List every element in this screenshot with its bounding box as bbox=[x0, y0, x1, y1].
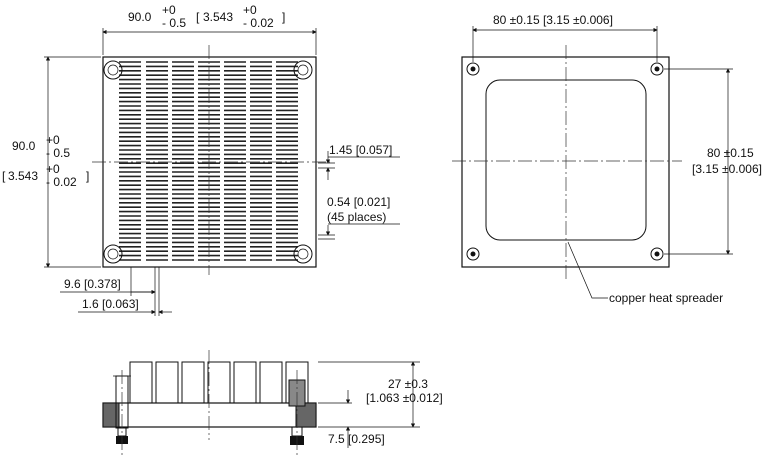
mount-hole-icon bbox=[470, 251, 476, 257]
height-dim-tol-plus: +0 bbox=[46, 133, 60, 147]
mount-hole-icon bbox=[650, 247, 664, 261]
height-dim-bracket-close: ] bbox=[86, 169, 89, 183]
side-fin bbox=[233, 361, 257, 404]
fin-pitch-dim: 1.45 [0.057] bbox=[329, 143, 392, 157]
spring-screw-right bbox=[288, 370, 306, 458]
side-height-dim-mm: 27 ±0.3 bbox=[388, 377, 428, 391]
side-fin bbox=[155, 361, 179, 404]
width-dim-inch-tol-minus: - 0.02 bbox=[243, 16, 274, 30]
width-dim-inch: 3.543 bbox=[203, 10, 233, 24]
mount-hole-icon bbox=[654, 66, 660, 72]
offset-dim-2: 1.6 [0.063] bbox=[82, 297, 139, 311]
mount-hole-icon bbox=[650, 62, 664, 76]
screw-icon bbox=[293, 244, 313, 264]
hole-spacing-y-mm: 80 ±0.15 bbox=[707, 146, 754, 160]
side-fin bbox=[129, 361, 153, 404]
height-dim-tol-minus: - 0.5 bbox=[46, 146, 70, 160]
width-dim-inch-tol-plus: +0 bbox=[243, 3, 257, 17]
screw-icon bbox=[297, 248, 309, 260]
side-view: 27 ±0.3 [1.063 ±0.012] 7.5 [0.295] bbox=[102, 350, 443, 458]
top-view-screws bbox=[103, 60, 313, 264]
bottom-view: 80 ±0.15 [3.15 ±0.006] 80 ±0.15 [3.15 ±0… bbox=[452, 13, 762, 305]
width-dim-nominal: 90.0 bbox=[128, 10, 152, 24]
spreader-label: copper heat spreader bbox=[609, 291, 723, 305]
mount-hole-icon bbox=[466, 62, 480, 76]
spring-screw-left bbox=[113, 370, 131, 455]
mount-hole-icon bbox=[466, 247, 480, 261]
side-fin-profile bbox=[129, 361, 309, 404]
base-thickness-dim: 7.5 [0.295] bbox=[328, 432, 385, 446]
screw-boss-left bbox=[102, 402, 120, 428]
height-dim-inch: 3.543 bbox=[8, 169, 38, 183]
height-dim-bracket-open: [ bbox=[2, 169, 6, 183]
width-dim-bracket-open: [ bbox=[196, 10, 200, 24]
mount-hole-icon bbox=[470, 66, 476, 72]
screw-icon bbox=[107, 64, 119, 76]
width-dim-tol-plus: +0 bbox=[162, 3, 176, 17]
top-view: 90.0 +0 - 0.5 [ 3.543 +0 - 0.02 ] 90.0 +… bbox=[2, 3, 400, 316]
side-fin bbox=[181, 361, 205, 404]
base-profile bbox=[102, 402, 317, 428]
side-fin bbox=[259, 361, 283, 404]
height-dim-inch-tol-plus: +0 bbox=[46, 162, 60, 176]
offset-dim-1: 9.6 [0.378] bbox=[64, 277, 121, 291]
screw-icon bbox=[107, 248, 119, 260]
side-fin bbox=[207, 361, 231, 404]
fin-count-note: (45 places) bbox=[327, 210, 386, 224]
screw-icon bbox=[103, 244, 123, 264]
base-plate-outline bbox=[461, 56, 670, 268]
hole-spacing-x-dim: 80 ±0.15 [3.15 ±0.006] bbox=[493, 13, 613, 27]
screw-icon bbox=[103, 60, 123, 80]
screw-icon bbox=[293, 60, 313, 80]
width-dim-tol-minus: - 0.5 bbox=[162, 16, 186, 30]
side-height-dim-in: [1.063 ±0.012] bbox=[366, 391, 443, 405]
hole-spacing-y-in: [3.15 ±0.006] bbox=[692, 162, 762, 176]
height-dim-nominal: 90.0 bbox=[12, 139, 36, 153]
width-dim-bracket-close: ] bbox=[282, 10, 285, 24]
screw-icon bbox=[297, 64, 309, 76]
fin-pattern bbox=[119, 61, 298, 261]
bottom-view-holes bbox=[466, 62, 664, 261]
mount-hole-icon bbox=[654, 251, 660, 257]
fin-thickness-dim: 0.54 [0.021] bbox=[327, 195, 390, 209]
height-dim-inch-tol-minus: - 0.02 bbox=[46, 175, 77, 189]
screw-boss-right bbox=[295, 402, 317, 428]
